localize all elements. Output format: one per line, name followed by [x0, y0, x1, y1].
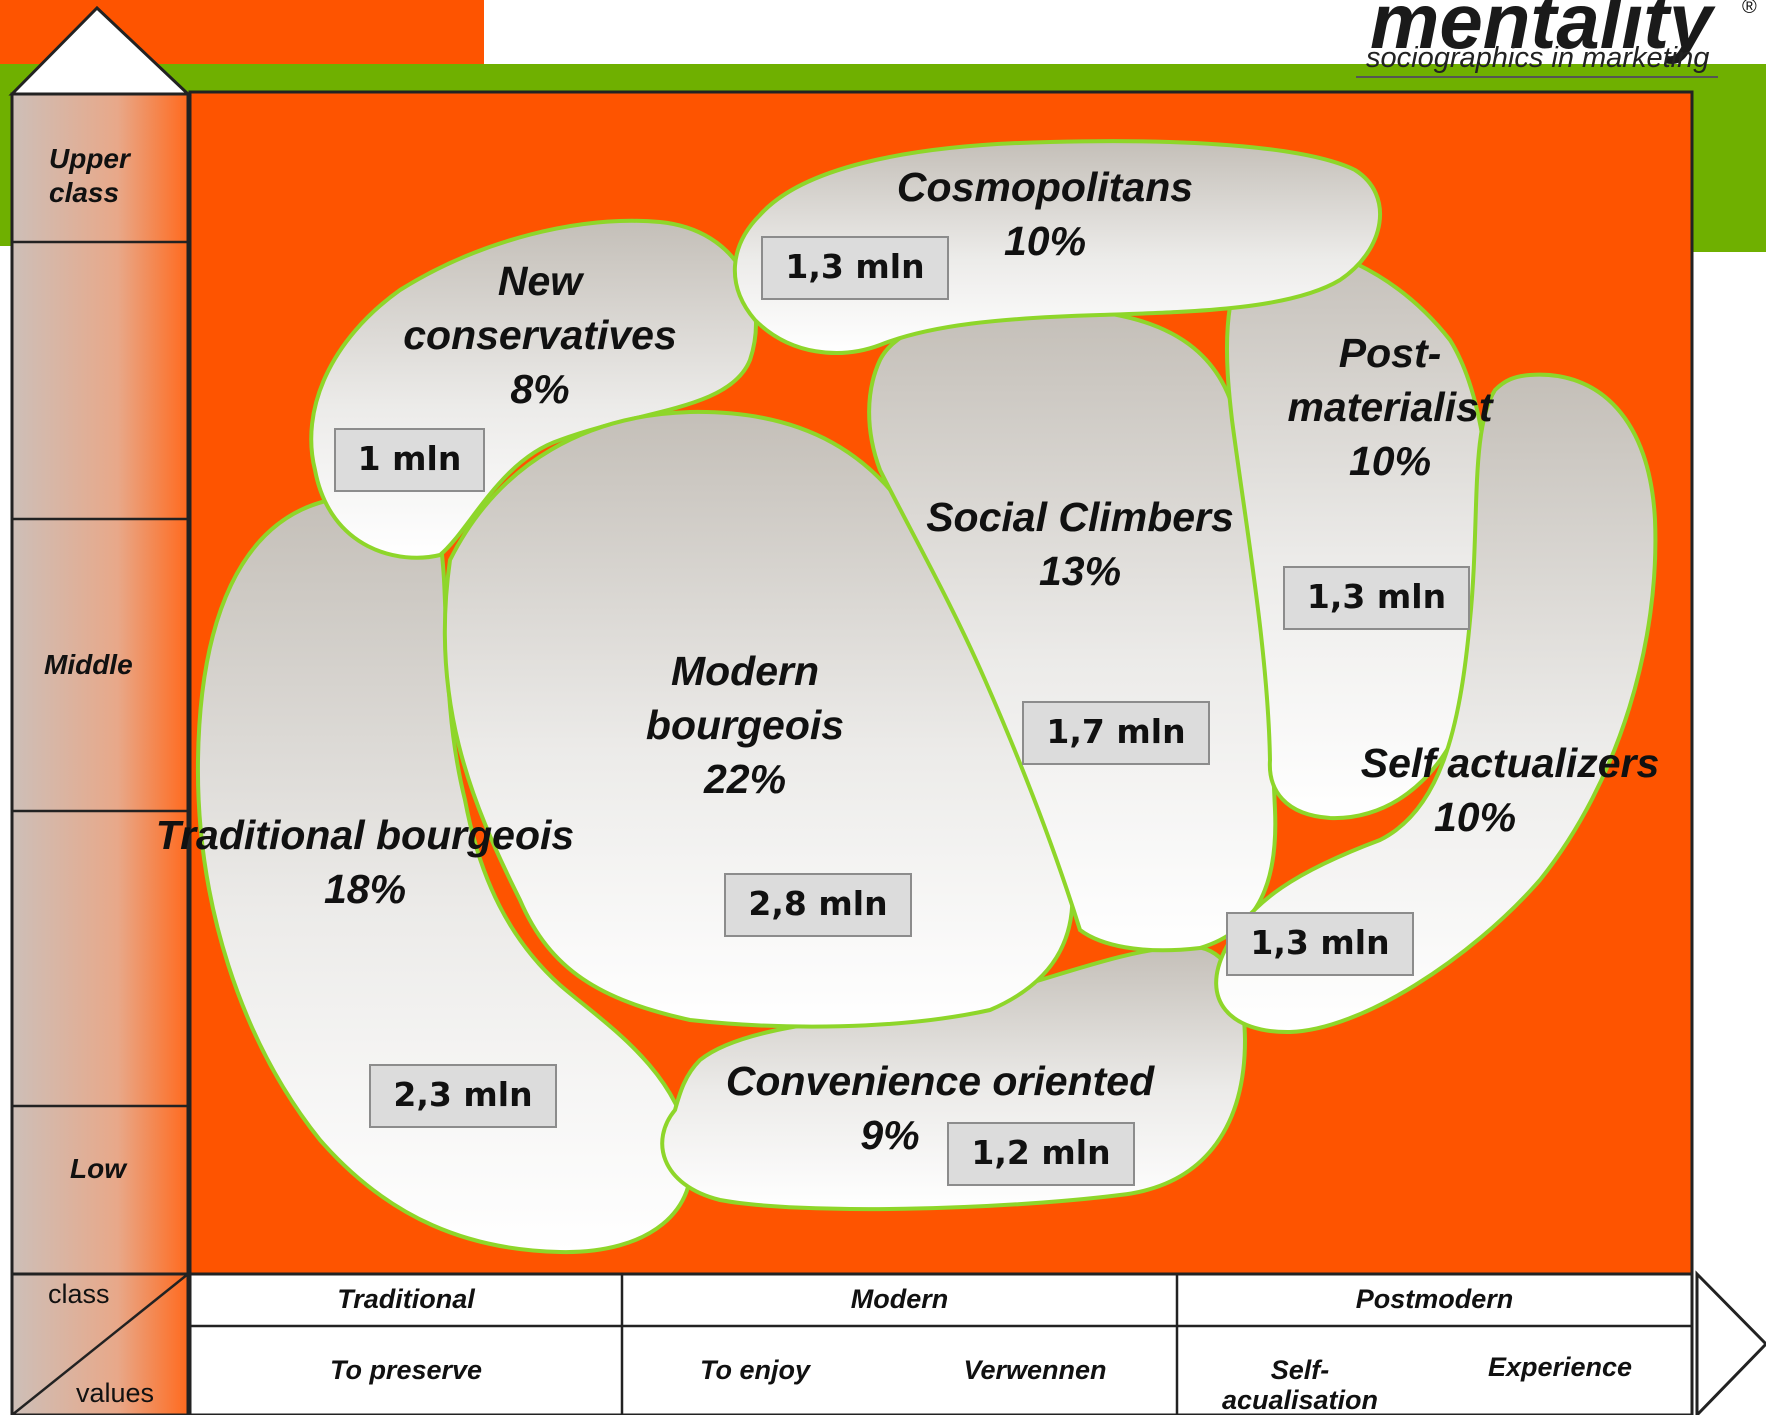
- corner-values-label: values: [76, 1378, 155, 1408]
- segment-self-actualizers-size: 1,3 mln: [1226, 912, 1414, 976]
- segment-post-materialist-share: 10%: [1348, 438, 1432, 484]
- segment-cosmopolitans-share: 10%: [1003, 218, 1087, 264]
- brand-tagline: sociographics in marketing: [1366, 42, 1710, 74]
- values-group-postmodern: Postmodern: [1355, 1284, 1514, 1314]
- segment-new-conservatives-share: 8%: [510, 366, 570, 412]
- value-self-acualisation: Self-acualisation: [1221, 1355, 1379, 1415]
- value-experience: Experience: [1487, 1352, 1633, 1382]
- segment-convenience-oriented-size: 1,2 mln: [947, 1122, 1135, 1186]
- registered-mark: ®: [1742, 0, 1757, 18]
- segment-modern-bourgeois-name-line1: Modern: [670, 648, 820, 694]
- segment-post-materialist-size: 1,3 mln: [1283, 566, 1470, 630]
- segment-modern-bourgeois-share: 22%: [703, 756, 787, 802]
- value-verwennen: Verwennen: [963, 1355, 1107, 1385]
- modern-bourgeois-blob: [442, 409, 1075, 1029]
- segment-new-conservatives-name-line2: conservatives: [403, 312, 677, 358]
- self-actualizers-blob: [1214, 372, 1658, 1035]
- brand-logo: mentality: [1370, 0, 1713, 65]
- class-label-upper: Upper class: [49, 143, 130, 208]
- segment-post-materialist-name-line2: materialist: [1287, 384, 1493, 430]
- segment-cosmopolitans-size: 1,3 mln: [761, 236, 949, 300]
- segment-modern-bourgeois-name-line2: bourgeois: [645, 702, 845, 748]
- class-axis-bar: [10, 92, 190, 1276]
- values-group-modern: Modern: [850, 1284, 949, 1314]
- segment-self-actualizers-name: Self actualizers: [1360, 740, 1660, 786]
- segment-modern-bourgeois-size: 2,8 mln: [724, 873, 912, 937]
- value-to-preserve: To preserve: [329, 1355, 483, 1385]
- segment-self-actualizers-share: 10%: [1433, 794, 1517, 840]
- values-axis-bar: [188, 1272, 1694, 1415]
- top-green-bar: [0, 64, 1766, 94]
- segment-new-conservatives-name-line1: New: [497, 258, 583, 304]
- segment-convenience-oriented-name: Convenience oriented: [725, 1058, 1155, 1104]
- segment-convenience-oriented-share: 9%: [860, 1112, 920, 1158]
- segment-cosmopolitans-name: Cosmopolitans: [896, 164, 1194, 210]
- post-materialist-blob: [1224, 237, 1493, 821]
- segment-social-climbers-share: 13%: [1038, 548, 1122, 594]
- segment-new-conservatives-size: 1 mln: [334, 428, 485, 492]
- segment-traditional-bourgeois-size: 2,3 mln: [369, 1064, 557, 1128]
- cosmopolitans-blob: [733, 139, 1382, 355]
- segment-traditional-bourgeois-share: 18%: [323, 866, 407, 912]
- segment-social-climbers-size: 1,7 mln: [1022, 701, 1210, 765]
- value-to-enjoy: To enjoy: [699, 1355, 810, 1385]
- values-group-traditional: Traditional: [337, 1284, 475, 1314]
- class-label-middle: Middle: [44, 649, 133, 680]
- corner-class-label: class: [48, 1279, 110, 1309]
- values-axis-arrowhead: [1695, 1270, 1766, 1415]
- segment-social-climbers-name: Social Climbers: [926, 494, 1234, 540]
- class-label-low: Low: [70, 1153, 126, 1184]
- logo-underline: [1356, 76, 1718, 78]
- segment-post-materialist-name-line1: Post-: [1338, 330, 1442, 376]
- segment-traditional-bourgeois-name: Traditional bourgeois: [155, 812, 575, 858]
- right-green-bar: [1690, 94, 1766, 252]
